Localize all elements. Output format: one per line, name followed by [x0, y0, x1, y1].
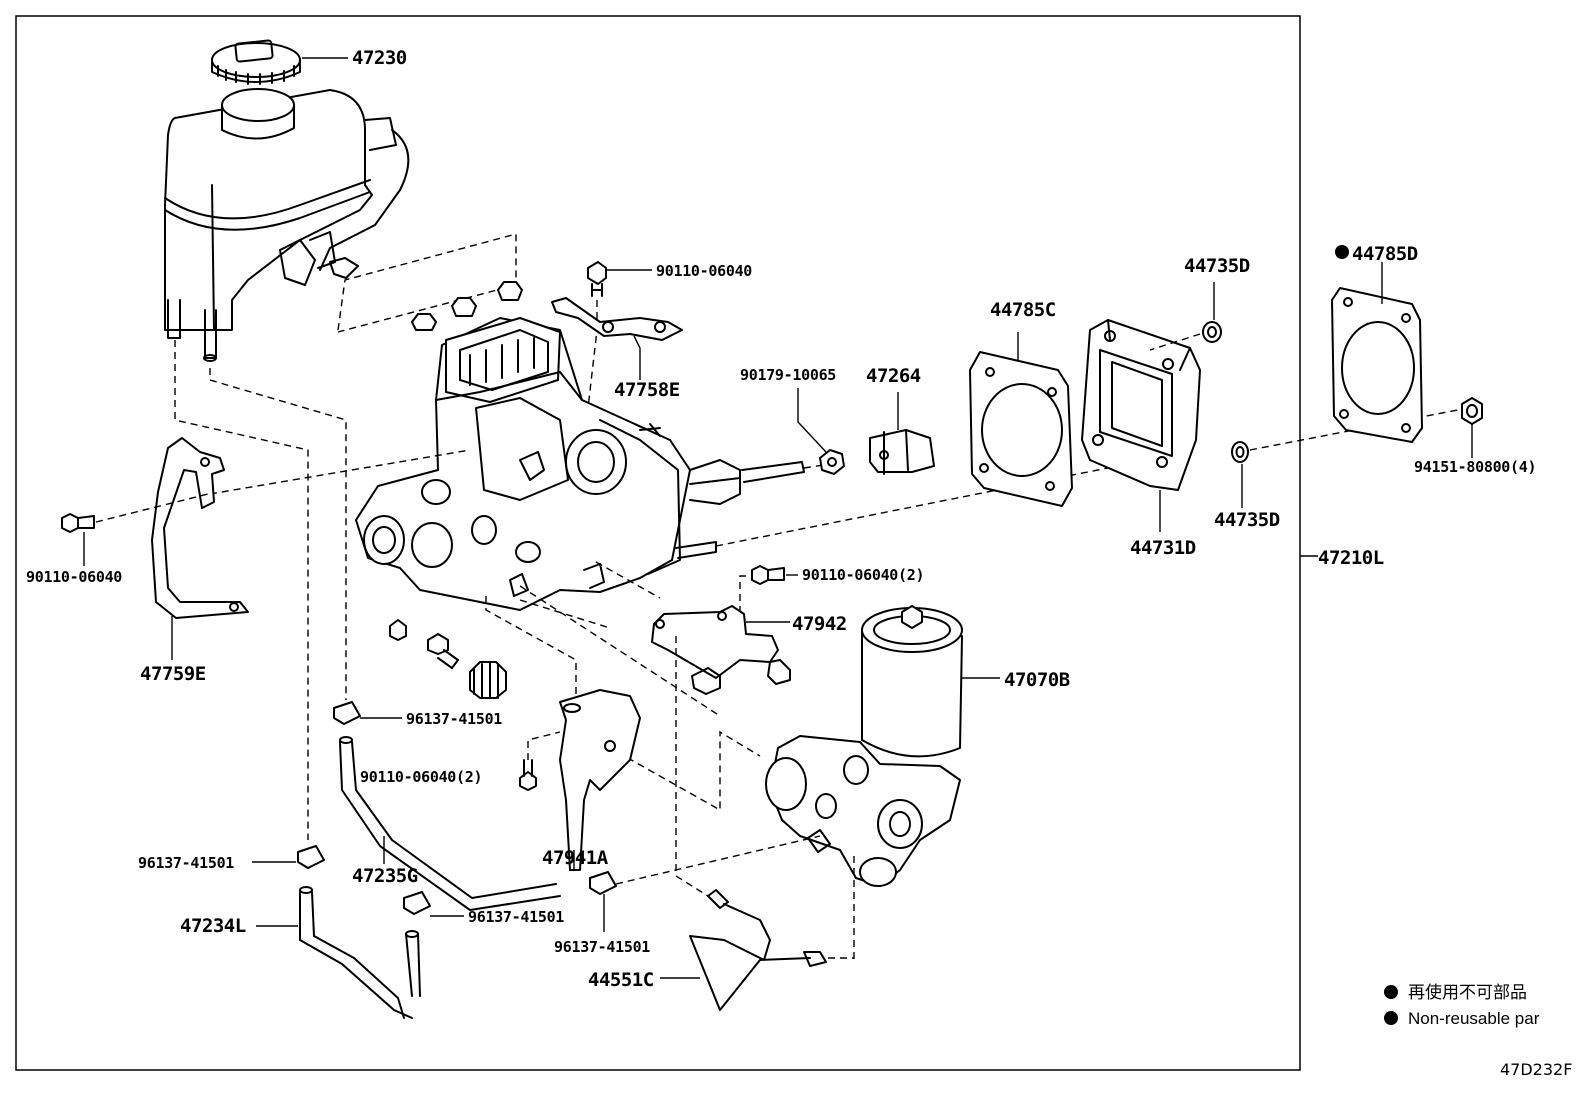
label-96137-41501-a: 96137-41501	[406, 710, 502, 728]
tube-44551C	[689, 889, 827, 1011]
clamp-b	[297, 845, 325, 869]
label-47941A: 47941A	[542, 847, 609, 869]
label-44785C: 44785C	[990, 299, 1056, 321]
label-47759E: 47759E	[140, 663, 206, 685]
label-47070B: 47070B	[1004, 669, 1070, 691]
label-90110-06040-2-mid: 90110-06040(2)	[360, 768, 482, 786]
bolt-right	[751, 565, 785, 585]
bullet-icon	[1384, 1011, 1398, 1025]
hose-47235G	[339, 736, 561, 911]
nut-94151	[1461, 397, 1483, 425]
label-47264: 47264	[866, 365, 921, 387]
bolt-left	[61, 513, 95, 533]
label-94151-80800: 94151-80800(4)	[1414, 458, 1536, 476]
legend: 再使用不可部品 Non-reusable par	[1384, 980, 1539, 1032]
plate-44731D	[1081, 319, 1201, 491]
label-44735D-bottom: 44735D	[1214, 509, 1280, 531]
label-47758E: 47758E	[614, 379, 680, 401]
label-90110-06040-left: 90110-06040	[26, 568, 122, 586]
nut-44735D-top	[1202, 321, 1222, 343]
label-47210L: 47210L	[1318, 547, 1384, 569]
nut-44735D-bottom	[1231, 441, 1249, 463]
grommets	[411, 281, 523, 331]
nut-90179	[819, 449, 845, 475]
legend-jp: 再使用不可部品	[1408, 983, 1527, 1002]
label-90110-06040-top: 90110-06040	[656, 262, 752, 280]
label-96137-41501-b: 96137-41501	[138, 854, 234, 872]
legend-en: Non-reusable par	[1408, 1009, 1540, 1028]
label-44731D: 44731D	[1130, 537, 1196, 559]
bracket-47942	[651, 605, 791, 695]
abs-actuator	[355, 317, 805, 611]
legend-row-jp: 再使用不可部品	[1384, 980, 1539, 1006]
bracket-47759E	[151, 437, 249, 619]
diagram-code: 47D232F	[1500, 1060, 1573, 1079]
bracket-47264	[869, 429, 935, 475]
label-47235G: 47235G	[352, 865, 418, 887]
label-90179-10065: 90179-10065	[740, 366, 836, 384]
label-90110-06040-2-right: 90110-06040(2)	[802, 566, 924, 584]
reservoir-tank	[164, 88, 410, 362]
clamp-c	[403, 891, 431, 915]
non-reusable-marker	[1335, 245, 1349, 259]
bolt-top	[587, 261, 607, 297]
label-96137-41501-c: 96137-41501	[468, 908, 564, 926]
clamp-d	[589, 871, 617, 895]
reservoir-cap	[211, 39, 301, 85]
bracket-47758E	[551, 297, 683, 341]
small-fittings	[389, 619, 507, 699]
label-96137-41501-d: 96137-41501	[554, 938, 650, 956]
label-47234L: 47234L	[180, 915, 246, 937]
bullet-icon	[1384, 985, 1398, 999]
hose-47234L	[299, 886, 421, 1019]
label-44785D: 44785D	[1352, 243, 1418, 265]
gasket-44785C	[969, 351, 1073, 507]
diagram-frame	[15, 15, 1301, 1071]
pump-motor	[765, 605, 963, 887]
label-44735D-top: 44735D	[1184, 255, 1250, 277]
label-44551C: 44551C	[588, 969, 654, 991]
label-47942: 47942	[792, 613, 847, 635]
label-47230: 47230	[352, 47, 407, 69]
gasket-44785D	[1331, 287, 1423, 443]
bolt-mid	[519, 759, 537, 791]
clamp-a	[333, 701, 361, 725]
bracket-47941A	[559, 689, 641, 871]
legend-row-en: Non-reusable par	[1384, 1006, 1539, 1032]
